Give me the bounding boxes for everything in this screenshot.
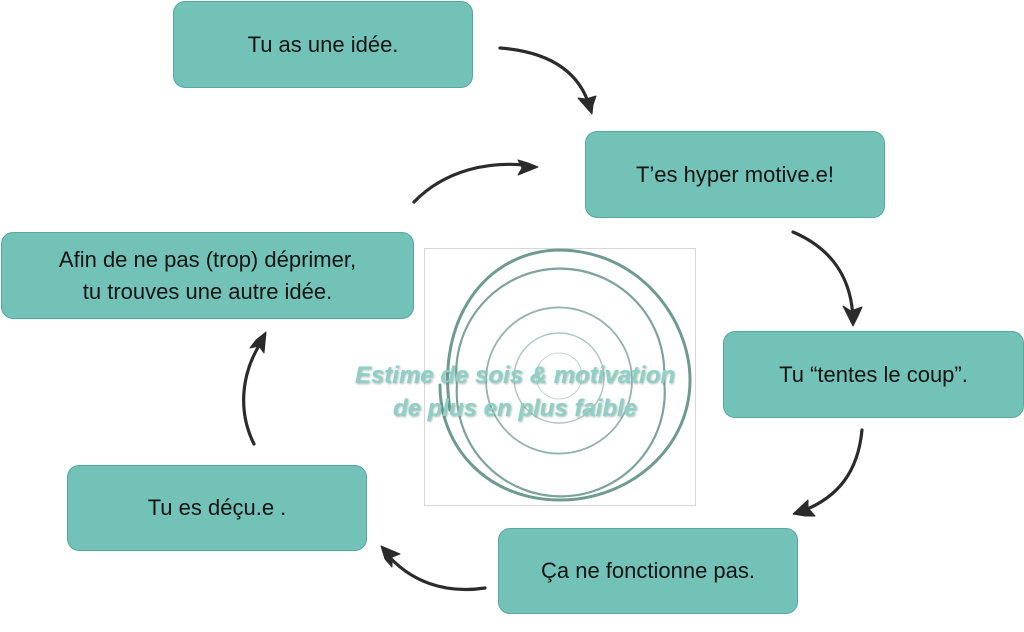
arrowhead-icon [792, 499, 816, 517]
step-box-new-idea: Afin de ne pas (trop) déprimer, tu trouv… [1, 232, 414, 319]
step-box-fail: Ça ne fonctionne pas. [498, 528, 798, 614]
arrowhead-icon [842, 305, 863, 327]
step-label-new-idea: Afin de ne pas (trop) déprimer, tu trouv… [58, 246, 357, 304]
step-box-try: Tu “tentes le coup”. [723, 331, 1024, 418]
arrowhead-icon [249, 331, 267, 354]
spiral-ring [455, 267, 666, 498]
step-label-idea: Tu as une idée. [247, 31, 399, 57]
arrowhead-icon [577, 95, 597, 115]
step-label-try: Tu “tentes le coup”. [779, 361, 968, 387]
arrow-new-idea-to-motivated [412, 162, 534, 204]
arrow-try-to-fail [798, 428, 864, 514]
arrowhead-icon [517, 159, 539, 176]
step-box-motivated: T’es hyper motive.e! [585, 131, 885, 218]
spiral-ring [485, 306, 633, 455]
arrow-disappointed-to-new-idea [242, 336, 266, 446]
arrowhead-icon [380, 545, 401, 568]
step-box-idea: Tu as une idée. [173, 1, 473, 88]
arrow-fail-to-disappointed [383, 550, 487, 592]
step-label-motivated: T’es hyper motive.e! [635, 161, 835, 187]
step-label-disappointed: Tu es déçu.e . [147, 495, 287, 521]
spiral-ring [535, 352, 583, 400]
arrow-idea-to-motivated [498, 46, 592, 110]
center-caption: Estime de sois & motivation de plus en p… [354, 362, 676, 422]
spiral-ring [513, 332, 605, 424]
arrow-motivated-to-try [791, 230, 855, 322]
spiral-arc [438, 248, 692, 502]
step-box-disappointed: Tu es déçu.e . [67, 465, 367, 551]
step-label-fail: Ça ne fonctionne pas. [540, 558, 756, 584]
